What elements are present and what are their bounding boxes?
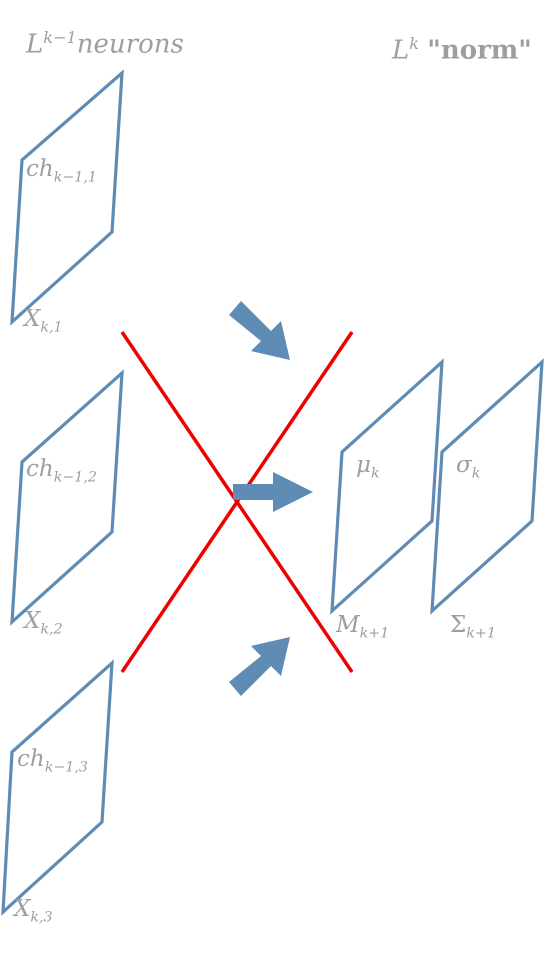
right-layer-title: Lk "norm" [392,34,532,66]
channel-label-2: chk−1,2 [26,456,97,486]
input-label-3: Xk,3 [14,896,53,926]
norm-label: "norm" [427,35,532,66]
arrow-up-right [229,637,290,696]
input-label-1: Xk,1 [24,306,63,336]
channel-label-1: chk−1,1 [26,156,97,186]
mu-panel [330,358,444,615]
input-label-2: Xk,2 [24,608,63,638]
sigma-label: σk [456,452,481,482]
cross-line-up [120,331,354,673]
left-panel-1 [10,69,124,326]
arrow-down-right [229,301,290,360]
capital-sigma-label: Σk+1 [450,612,496,642]
arrow-right [233,472,313,512]
left-layer-title: Lk−1neurons [26,28,184,60]
sigma-panel [430,358,544,615]
channel-label-3: chk−1,3 [17,746,88,776]
left-panel-2 [10,369,124,626]
m-label: Mk+1 [336,612,390,642]
left-panel-3 [1,659,114,916]
mu-label: μk [356,452,380,482]
